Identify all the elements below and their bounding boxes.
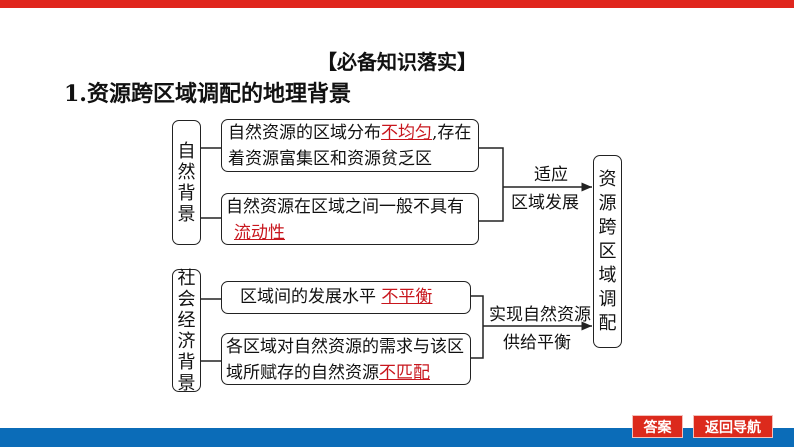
- social-background-label: 社会经济背景: [172, 268, 201, 394]
- social-item-mismatch: 各区域对自然资源的需求与该区域所赋存的自然资源不匹配: [221, 333, 471, 385]
- back-to-nav-button[interactable]: 返回导航: [693, 415, 773, 438]
- natural-background-label: 自然背景: [172, 120, 201, 245]
- arrow-label: 供给平衡: [503, 333, 571, 353]
- answer-blank: 不平衡: [381, 287, 433, 307]
- section-title: 【必备知识落实】: [317, 50, 477, 74]
- natural-item-immobility: 自然资源在区域之间一般不具有流动性: [221, 193, 479, 245]
- answer-blank: 流动性: [234, 223, 285, 243]
- answer-button[interactable]: 答案: [632, 415, 683, 438]
- arrow-label: 区域发展: [511, 193, 579, 213]
- answer-blank: 不均匀: [381, 123, 432, 143]
- arrow-label: 适应: [534, 165, 568, 185]
- bottom-bar: [0, 428, 794, 447]
- top-bar: [0, 0, 794, 8]
- answer-blank: 不匹配: [379, 363, 430, 383]
- result-cross-region-allocation: 资源跨区域调配: [593, 155, 622, 348]
- natural-item-uneven-distribution: 自然资源的区域分布不均匀,存在着资源富集区和资源贫乏区: [221, 119, 479, 172]
- social-item-development-level: 区域间的发展水平 不平衡: [221, 281, 471, 314]
- heading: 1.资源跨区域调配的地理背景: [64, 81, 351, 107]
- arrow-label: 实现自然资源: [489, 305, 591, 325]
